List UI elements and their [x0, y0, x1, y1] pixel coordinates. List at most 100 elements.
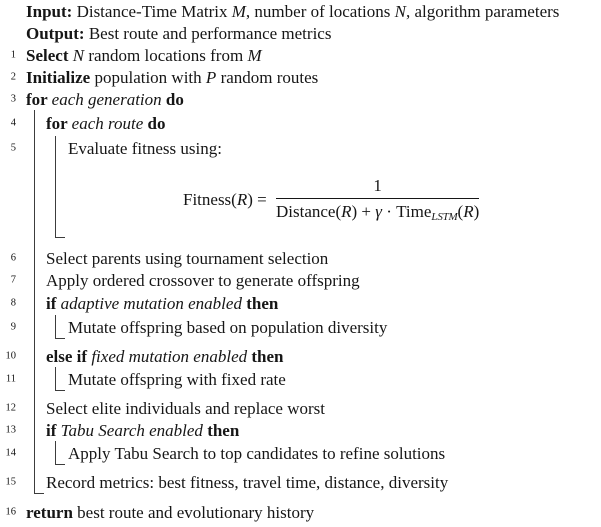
input-label: Input: — [26, 1, 73, 21]
algo-line-10: 10 else if fixed mutation enabled then — [0, 345, 601, 367]
line-number: 6 — [10, 252, 16, 264]
algo-line-12: 12 Select elite individuals and replace … — [0, 397, 601, 419]
text-segment: random locations from — [84, 45, 248, 65]
fraction-denominator: Distance(R) + γ · TimeLSTM(R) — [276, 199, 479, 224]
algo-line-6: 6 Select parents using tournament select… — [0, 247, 601, 269]
statement: Evaluate fitness using: — [0, 140, 222, 157]
algo-input-line: Input: Distance-Time Matrix M, number of… — [0, 0, 601, 22]
line-number: 15 — [5, 476, 17, 488]
var-R: R — [341, 202, 352, 222]
text-segment: Select elite individuals and replace wor… — [46, 398, 325, 418]
algo-formula-row: Fitness(R) = 1 Distance(R) + γ · TimeLST… — [0, 160, 601, 240]
line-number: 4 — [10, 117, 16, 129]
dot-operator: · — [381, 202, 397, 222]
text-segment: Select parents using tournament selectio… — [46, 248, 329, 268]
gamma-symbol: γ — [375, 202, 382, 222]
lstm-subscript: LSTM — [431, 211, 458, 224]
time-term: Time — [396, 202, 432, 222]
keyword-if: if — [46, 293, 61, 313]
line-number: 2 — [10, 71, 16, 83]
distance-term: Distance( — [275, 202, 342, 222]
text-segment: random routes — [216, 67, 319, 87]
var-R: R — [236, 190, 248, 209]
statement: Mutate offspring with fixed rate — [0, 371, 286, 388]
keyword-for: for — [26, 89, 52, 109]
loop-condition: each route — [71, 113, 148, 133]
if-condition: adaptive mutation enabled — [60, 293, 247, 313]
if-condition: fixed mutation enabled — [91, 346, 252, 366]
statement: if Tabu Search enabled then — [0, 422, 239, 439]
keyword-then: then — [207, 420, 240, 440]
algo-output-line: Output: Best route and performance metri… — [0, 22, 601, 44]
line-number: 13 — [5, 424, 17, 436]
line-number: 10 — [5, 350, 17, 362]
formula-function-name: Fitness( — [183, 190, 237, 209]
statement: Select N random locations from M — [0, 47, 262, 64]
if-tabu-block-line — [55, 441, 65, 465]
fitness-formula: Fitness(R) = 1 Distance(R) + γ · TimeLST… — [0, 176, 480, 224]
text-segment: population with — [94, 67, 206, 87]
algo-line-15: 15 Record metrics: best fitness, travel … — [0, 471, 601, 493]
output-label: Output: — [26, 23, 85, 43]
statement: Initialize population with P random rout… — [0, 69, 318, 86]
keyword-return: return — [26, 502, 78, 522]
keyword-for: for — [46, 113, 72, 133]
plus-operator: ) + — [351, 202, 376, 222]
line-number: 8 — [10, 297, 16, 309]
line-number: 1 — [10, 49, 16, 61]
keyword: Select — [26, 45, 73, 65]
algo-line-2: 2 Initialize population with P random ro… — [0, 66, 601, 88]
text-segment: Apply Tabu Search to top candidates to r… — [68, 443, 446, 463]
if-condition: Tabu Search enabled — [60, 420, 208, 440]
text-segment: best route and evolutionary history — [77, 502, 315, 522]
algo-line-8: 8 if adaptive mutation enabled then — [0, 291, 601, 315]
statement: Record metrics: best fitness, travel tim… — [0, 474, 448, 491]
algo-line-5: 5 Evaluate fitness using: — [0, 136, 601, 160]
text-segment: , number of locations — [245, 1, 395, 21]
statement: Select parents using tournament selectio… — [0, 250, 328, 267]
algo-line-9: 9 Mutate offspring based on population d… — [0, 315, 601, 339]
algo-line-13: 13 if Tabu Search enabled then — [0, 419, 601, 441]
statement: for each route do — [0, 115, 165, 132]
algo-line-1: 1 Select N random locations from M — [0, 44, 601, 66]
paren-close: ) — [473, 202, 480, 222]
formula-equals: ) = — [247, 190, 271, 209]
algo-line-4: 4 for each route do — [0, 110, 601, 136]
algo-line-14: 14 Apply Tabu Search to top candidates t… — [0, 441, 601, 465]
statement: else if fixed mutation enabled then — [0, 348, 284, 365]
keyword-else-if: else if — [46, 346, 92, 366]
text-segment: Distance-Time Matrix — [72, 1, 232, 21]
text-segment: Mutate offspring with fixed rate — [68, 369, 286, 389]
formula-lhs: Fitness(R) = — [183, 190, 271, 210]
keyword: Initialize — [26, 67, 95, 87]
statement: Select elite individuals and replace wor… — [0, 400, 325, 417]
output-statement: Output: Best route and performance metri… — [0, 25, 331, 42]
loop-condition: each generation — [51, 89, 166, 109]
var-P: P — [205, 67, 217, 87]
algo-line-7: 7 Apply ordered crossover to generate of… — [0, 269, 601, 291]
line-number: 11 — [5, 373, 16, 385]
keyword-then: then — [251, 346, 284, 366]
else-fixed-block-line — [55, 367, 65, 391]
var-N: N — [72, 45, 85, 65]
keyword-if: if — [46, 420, 61, 440]
line-number: 7 — [10, 274, 16, 286]
statement: if adaptive mutation enabled then — [0, 295, 278, 312]
input-statement: Input: Distance-Time Matrix M, number of… — [0, 3, 559, 20]
algo-line-3: 3 for each generation do — [0, 88, 601, 110]
keyword-do: do — [165, 89, 184, 109]
var-R: R — [463, 202, 474, 222]
text-segment: Apply ordered crossover to generate offs… — [46, 270, 360, 290]
line-number: 14 — [5, 447, 17, 459]
line-number: 16 — [5, 506, 17, 518]
statement: Apply Tabu Search to top candidates to r… — [0, 445, 445, 462]
formula-fraction: 1 Distance(R) + γ · TimeLSTM(R) — [275, 176, 480, 224]
line-number: 9 — [10, 321, 16, 333]
text-segment: Evaluate fitness using: — [68, 138, 222, 158]
var-M: M — [247, 45, 262, 65]
statement: Apply ordered crossover to generate offs… — [0, 272, 360, 289]
statement: Mutate offspring based on population div… — [0, 319, 387, 336]
for-route-block-line — [55, 136, 65, 238]
algo-line-16: 16 return best route and evolutionary hi… — [0, 501, 601, 523]
